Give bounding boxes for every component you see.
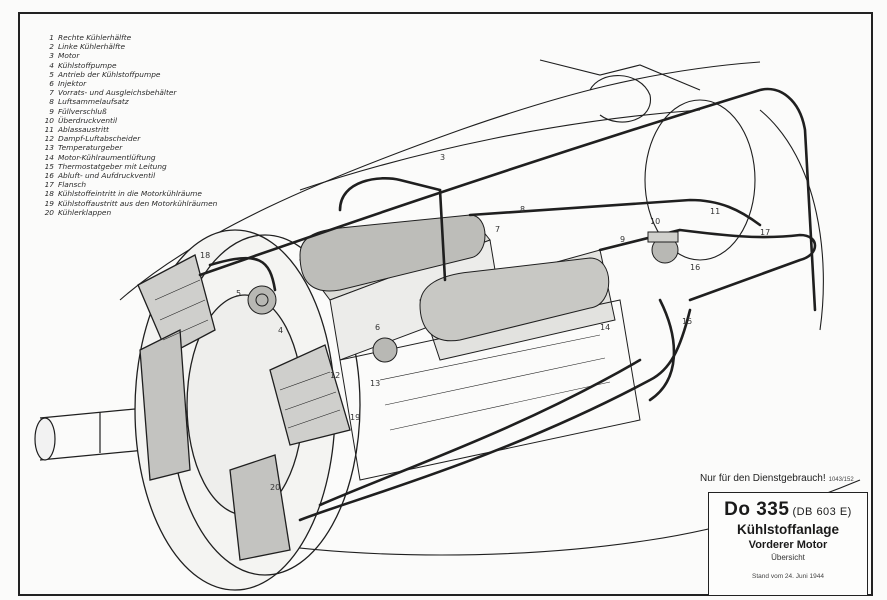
callout-label: 5 <box>236 289 241 298</box>
callout-label: 7 <box>495 225 500 234</box>
callout-labels: 3 4 5 6 7 8 9 10 11 12 13 14 15 16 17 18… <box>200 153 770 492</box>
annular-radiator <box>134 229 361 591</box>
left-radiator-half <box>137 254 216 356</box>
coolant-piping <box>198 87 817 522</box>
drawing-subtitle: Vorderer Motor <box>748 539 828 551</box>
callout-label: 15 <box>682 317 692 326</box>
aircraft-designation: Do 335(DB 603 E) <box>724 499 852 520</box>
restricted-use-notice: Nur für den Dienstgebrauch!1043/152 <box>700 473 875 484</box>
engine-designation: (DB 603 E) <box>792 506 852 518</box>
callout-label: 16 <box>690 263 700 272</box>
drawing-frame <box>18 12 873 596</box>
notice-text: Nur für den Dienstgebrauch! <box>700 473 826 484</box>
callout-label: 6 <box>375 323 380 332</box>
notice-reference: 1043/152 <box>828 477 854 483</box>
pump-assembly <box>247 231 679 363</box>
callout-label: 20 <box>270 483 280 492</box>
system-title: Kühlstoffanlage <box>736 522 839 537</box>
callout-label: 11 <box>710 207 720 216</box>
revision-date: Stand vom 24. Juni 1944 <box>752 573 824 580</box>
right-radiator-half <box>269 344 351 446</box>
title-block: Do 335(DB 603 E) Kühlstoffanlage Vordere… <box>708 492 868 596</box>
callout-label: 14 <box>600 323 610 332</box>
callout-label: 12 <box>330 371 340 380</box>
callout-label: 9 <box>620 235 625 244</box>
callout-label: 13 <box>370 379 380 388</box>
view-type: Übersicht <box>771 553 805 562</box>
callout-label: 19 <box>350 413 360 422</box>
callout-label: 3 <box>440 153 445 162</box>
callout-label: 4 <box>278 326 283 335</box>
callout-label: 17 <box>760 228 770 237</box>
callout-label: 18 <box>200 251 210 260</box>
callout-label: 10 <box>650 217 660 226</box>
callout-label: 8 <box>520 205 525 214</box>
coolant-tanks <box>299 214 610 342</box>
